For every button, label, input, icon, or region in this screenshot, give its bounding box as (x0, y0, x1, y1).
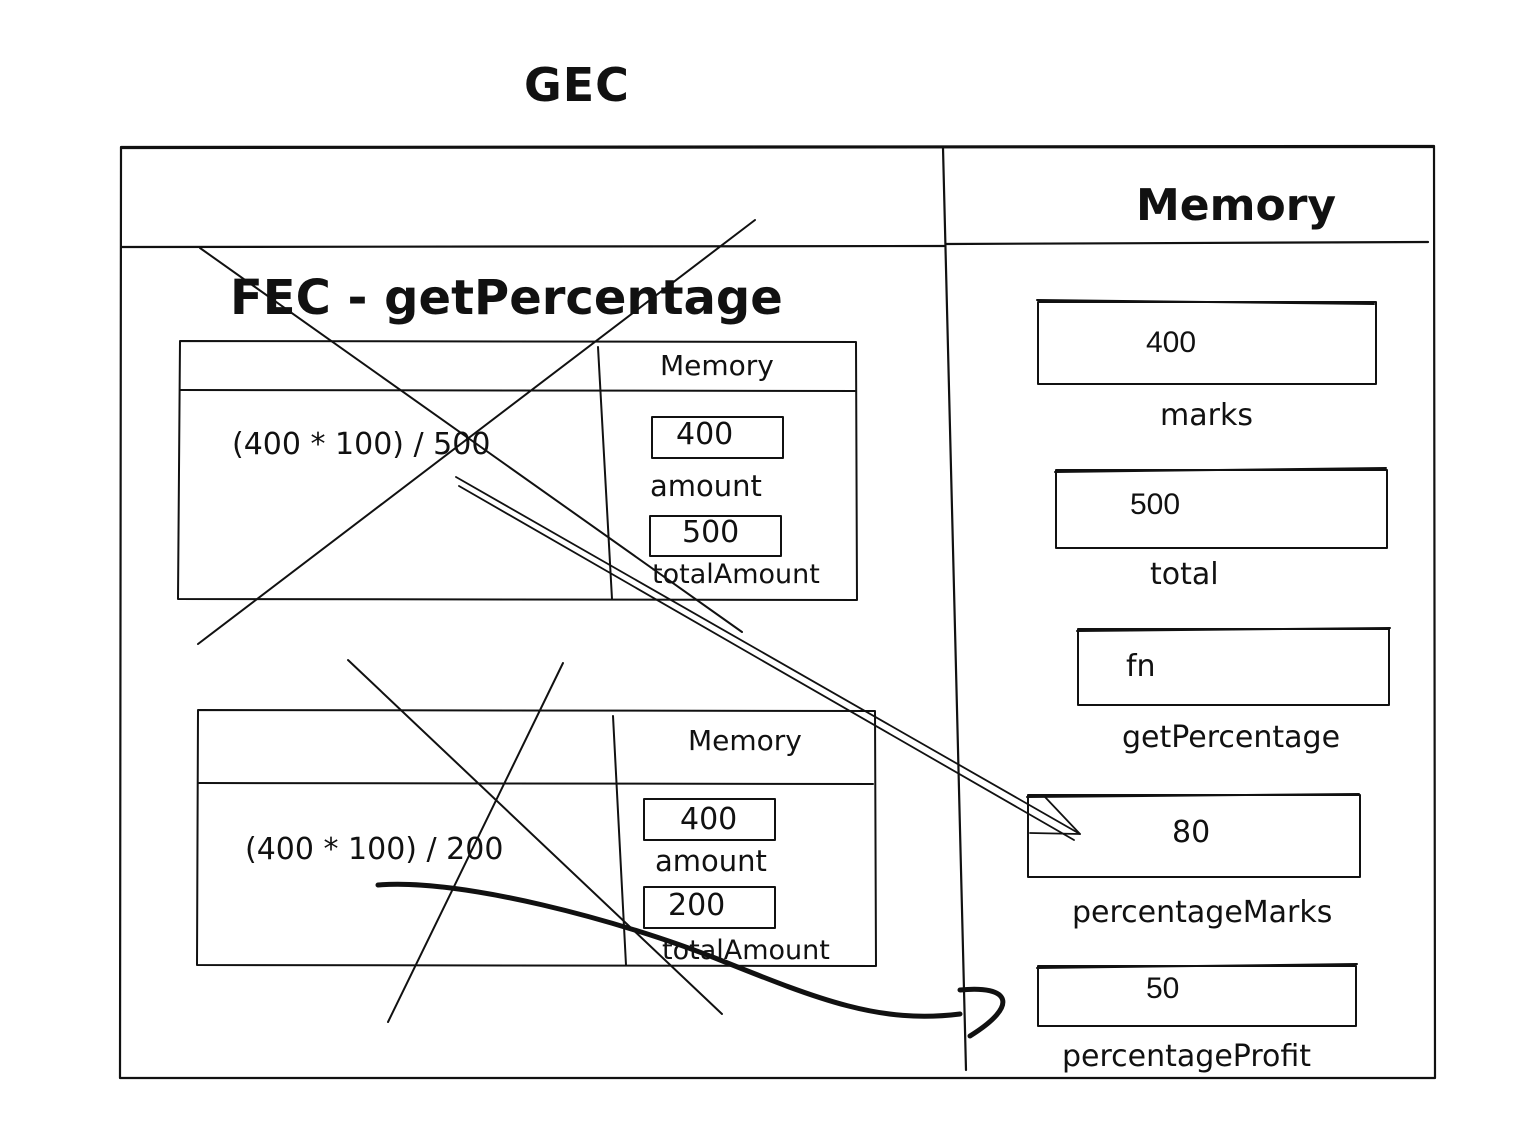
fec-2-cross-out (347, 659, 723, 1023)
value-percentageProfit: 50 (1146, 972, 1180, 1005)
fec-2-box-amount (643, 798, 776, 841)
fec-2-label-amount: amount (655, 844, 767, 878)
label-getPercentage: getPercentage (1122, 720, 1341, 755)
label-total: total (1150, 557, 1219, 592)
fec-2-box-totalAmount (643, 886, 776, 929)
fec-1-label-amount: amount (650, 469, 762, 503)
label-percentageMarks: percentageMarks (1072, 895, 1333, 930)
box-percentageProfit (1037, 965, 1357, 1027)
gec-frame (118, 144, 1437, 1080)
value-total: 500 (1130, 488, 1181, 521)
fec-1-value-amount: 400 (676, 417, 734, 452)
fec-1-cross-out (197, 219, 756, 645)
value-percentageMarks: 80 (1172, 815, 1211, 850)
fec-2-label-totalAmount: totalAmount (662, 935, 830, 966)
fec-2-memory-title: Memory (688, 724, 802, 757)
fec-title: FEC - getPercentage (230, 270, 783, 326)
fec-1-label-totalAmount: totalAmount (652, 559, 820, 590)
arrow-to-percentageProfit (375, 881, 1006, 1039)
box-getPercentage (1077, 628, 1390, 706)
value-getPercentage: fn (1126, 649, 1156, 684)
fec-1-memory-title: Memory (660, 349, 774, 382)
fec-2-expression: (400 * 100) / 200 (245, 832, 504, 867)
gec-title: GEC (524, 58, 630, 112)
fec-2-value-amount: 400 (680, 802, 738, 837)
arrow-to-percentageMarks (455, 476, 1081, 841)
box-marks (1037, 301, 1377, 385)
label-marks: marks (1160, 398, 1253, 433)
fec-1-box-amount (651, 416, 784, 459)
gec-memory-boxes (1026, 299, 1391, 1027)
label-percentageProfit: percentageProfit (1062, 1039, 1312, 1074)
fec-2-frame (196, 709, 877, 967)
fec-1-box-totalAmount (649, 515, 782, 557)
gec-memory-title: Memory (1136, 180, 1337, 231)
fec-1-expression: (400 * 100) / 500 (232, 427, 491, 462)
fec-1-value-totalAmount: 500 (682, 515, 740, 550)
box-total (1055, 469, 1388, 549)
fec-1-frame (177, 340, 858, 601)
fec-2-value-totalAmount: 200 (668, 888, 726, 923)
value-marks: 400 (1146, 326, 1197, 359)
